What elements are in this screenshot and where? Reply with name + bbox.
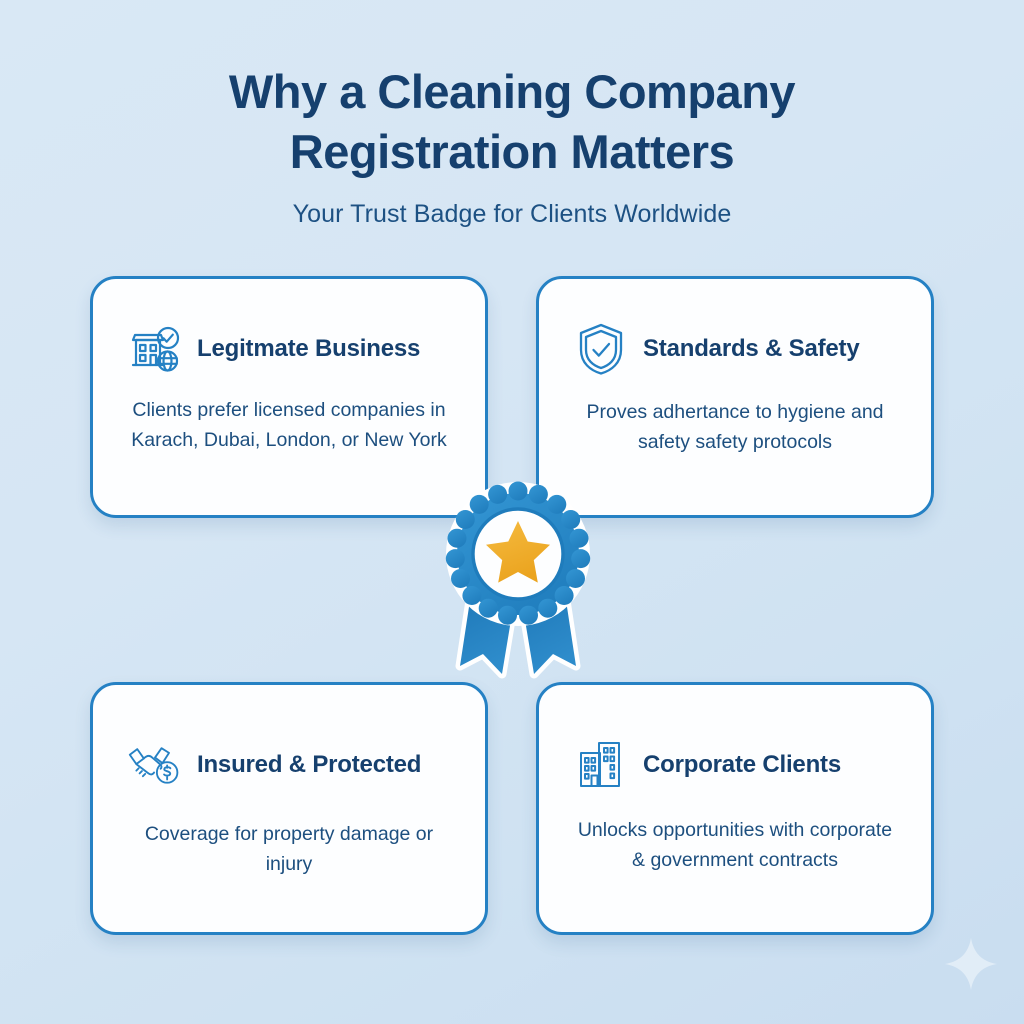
- card-body-text: Proves adhertance to hygiene and safety …: [586, 401, 884, 453]
- award-ribbon-badge: [438, 478, 598, 728]
- page-title: Why a Cleaning Company Registration Matt…: [0, 62, 1024, 182]
- card-insured-protected: Insured & Protected Coverage for propert…: [90, 682, 488, 935]
- shield-check-icon: [573, 321, 629, 377]
- page-header: Why a Cleaning Company Registration Matt…: [0, 62, 1024, 229]
- rosette-scallop: [445, 481, 591, 626]
- card-header: Standards & Safety: [565, 321, 905, 377]
- card-legitimate-business: Legitmate Business Clients prefer licens…: [90, 276, 488, 518]
- card-corporate-clients: Corporate Clients Unlocks opportunities …: [536, 682, 934, 935]
- page-title-line-2: Registration Matters: [289, 125, 735, 178]
- star-icon: [486, 521, 550, 583]
- page-title-line-1: Why a Cleaning Company: [228, 65, 796, 118]
- handshake-dollar-icon: [127, 737, 183, 793]
- card-title: Corporate Clients: [643, 751, 841, 778]
- card-title: Standards & Safety: [643, 335, 860, 362]
- page-subtitle: Your Trust Badge for Clients Worldwide: [292, 200, 732, 228]
- office-buildings-icon: [573, 737, 629, 793]
- card-standards-safety: Standards & Safety Proves adhertance to …: [536, 276, 934, 518]
- card-body-text: Unlocks opportunities with corporate & g…: [577, 819, 893, 871]
- card-body-text: Clients prefer licensed companies in Kar…: [131, 399, 447, 451]
- building-check-globe-icon: [127, 321, 183, 377]
- card-body-text: Coverage for property damage or injury: [144, 823, 434, 875]
- card-title: Legitmate Business: [197, 335, 421, 362]
- card-header: Legitmate Business: [119, 321, 459, 377]
- four-point-sparkle-icon: [942, 935, 1000, 993]
- card-header: Insured & Protected: [119, 737, 459, 793]
- card-title: Insured & Protected: [197, 751, 422, 778]
- card-header: Corporate Clients: [565, 737, 905, 793]
